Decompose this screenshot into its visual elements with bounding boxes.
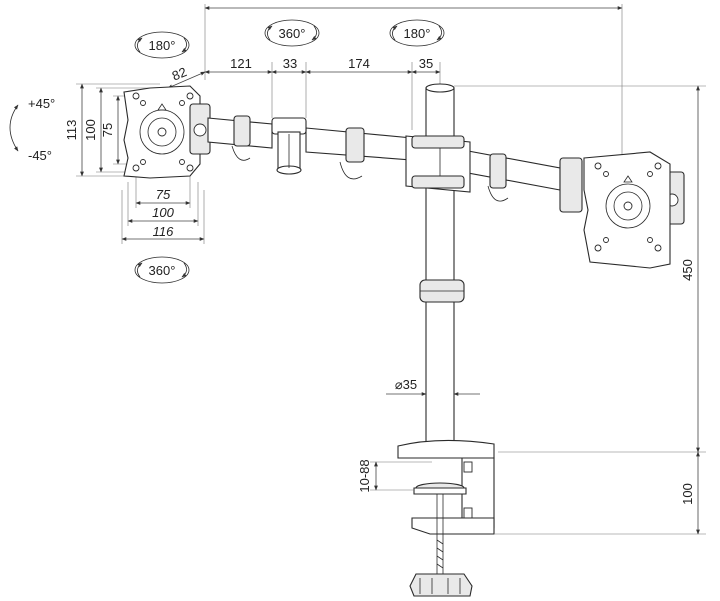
dim-450: 450 [680, 259, 695, 281]
rotation-badge-180-right: 180° [389, 19, 445, 47]
top-dimension-chain: 121 33 174 35 82 [167, 4, 623, 200]
tilt-indicator: +45° -45° [9, 96, 55, 163]
rotation-badge-180-left: 180° [134, 31, 190, 59]
rotation-label: 360° [149, 263, 176, 278]
vesa-horizontal-dimensions: 75 100 116 [121, 176, 205, 244]
dim-174: 174 [348, 56, 370, 71]
rotation-label: 360° [279, 26, 306, 41]
dim-clamp-range: 10-88 [357, 459, 372, 492]
dim-113: 113 [64, 120, 79, 141]
left-tilt-joint [189, 103, 211, 155]
dim-75-horizontal: 75 [156, 187, 171, 202]
dim-100-clamp: 100 [680, 483, 695, 505]
clamp-depth-dimension: 100 [494, 451, 706, 535]
tilt-plus-label: +45° [28, 96, 55, 111]
rotation-badge-360-mid: 360° [264, 19, 320, 47]
height-dimension: 450 [454, 85, 706, 453]
desk-clamp [397, 439, 495, 597]
dim-75-vertical: 75 [100, 123, 115, 137]
left-arm [207, 115, 413, 180]
pole-diameter-dimension: ⌀35 [386, 377, 480, 396]
dim-100-vertical: 100 [83, 119, 98, 141]
left-vesa-plate [123, 85, 201, 179]
rotation-label: 180° [149, 38, 176, 53]
clamp-range-dimension: 10-88 [357, 459, 432, 493]
center-hub [405, 135, 471, 193]
dim-116: 116 [153, 224, 174, 239]
dim-33: 33 [283, 56, 297, 71]
dim-82: 82 [170, 64, 189, 83]
dim-35: 35 [419, 56, 433, 71]
tilt-minus-label: -45° [28, 148, 52, 163]
left-arm-joint [271, 117, 307, 175]
dim-121: 121 [230, 56, 252, 71]
rotation-label: 180° [404, 26, 431, 41]
right-vesa-plate [583, 151, 671, 269]
dim-100-horizontal: 100 [152, 205, 174, 220]
rotation-badge-360-bottom: 360° [134, 256, 190, 284]
dim-pole-diameter: ⌀35 [395, 377, 417, 392]
